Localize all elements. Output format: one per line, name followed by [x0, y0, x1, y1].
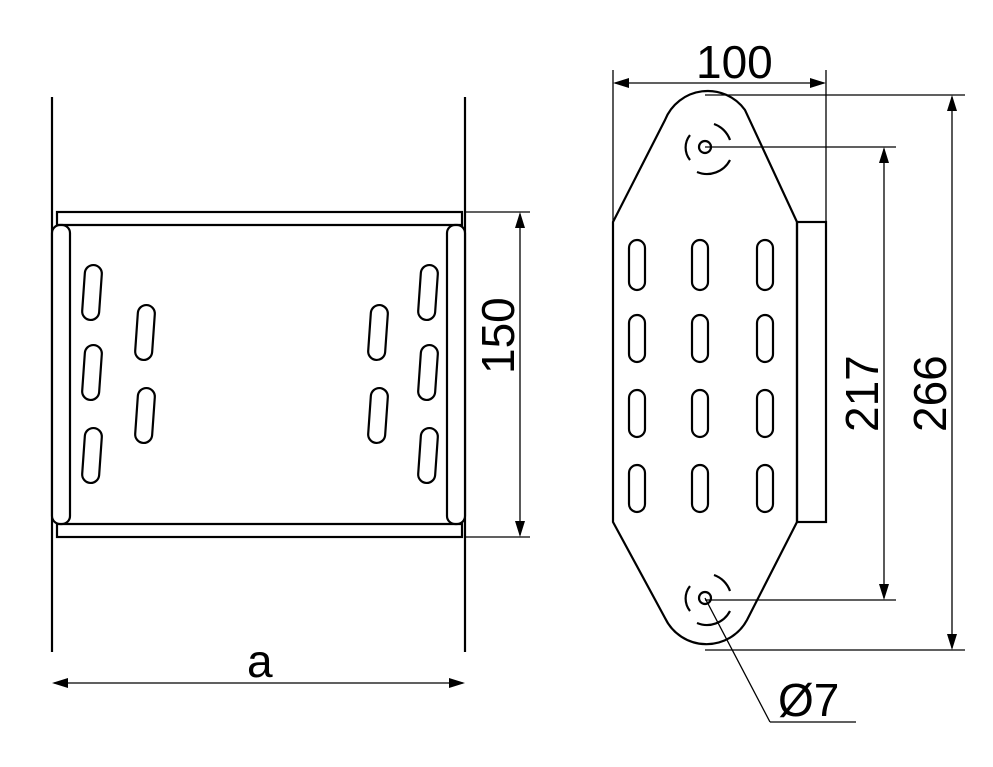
- dimension-a-label: a: [247, 635, 273, 687]
- dimension-diameter: Ø7: [704, 597, 856, 726]
- connector-flange: [795, 220, 828, 524]
- dimension-217: 217: [705, 146, 896, 601]
- slot: [367, 303, 389, 362]
- slot: [417, 263, 439, 322]
- slot: [627, 313, 647, 364]
- left-view-slots: [81, 263, 439, 485]
- slot: [627, 388, 647, 439]
- dimension-150-label: 150: [472, 297, 524, 374]
- slot: [690, 238, 710, 292]
- dimension-217-label: 217: [836, 355, 888, 432]
- plate-outline: [55, 210, 464, 539]
- slot: [755, 313, 775, 364]
- slot: [755, 388, 775, 439]
- slot: [690, 388, 710, 439]
- left-flange: [50, 223, 72, 526]
- right-view: 100 217 266 Ø7: [611, 36, 965, 726]
- top-hole: [684, 122, 732, 176]
- slot: [81, 263, 103, 322]
- slot: [627, 463, 647, 514]
- dimension-diameter-label: Ø7: [778, 674, 839, 726]
- slot: [134, 386, 156, 445]
- slot: [367, 386, 389, 445]
- slot: [134, 303, 156, 362]
- slot: [417, 343, 439, 402]
- dimension-150: 150: [465, 211, 530, 538]
- slot: [690, 313, 710, 364]
- slot: [81, 343, 103, 402]
- dimension-266-label: 266: [904, 355, 956, 432]
- dimension-100-label: 100: [696, 36, 773, 88]
- bottom-hole: [684, 573, 732, 627]
- slot: [755, 463, 775, 514]
- dimension-266: 266: [705, 94, 965, 651]
- right-view-slots: [627, 238, 775, 514]
- dimension-100: 100: [612, 36, 827, 222]
- left-view: 150 a: [50, 97, 530, 688]
- dimension-a: a: [52, 635, 465, 688]
- right-flange: [445, 223, 467, 526]
- slot: [755, 238, 775, 292]
- slot: [627, 238, 647, 292]
- slot: [690, 463, 710, 514]
- slot: [81, 426, 103, 485]
- slot: [417, 426, 439, 485]
